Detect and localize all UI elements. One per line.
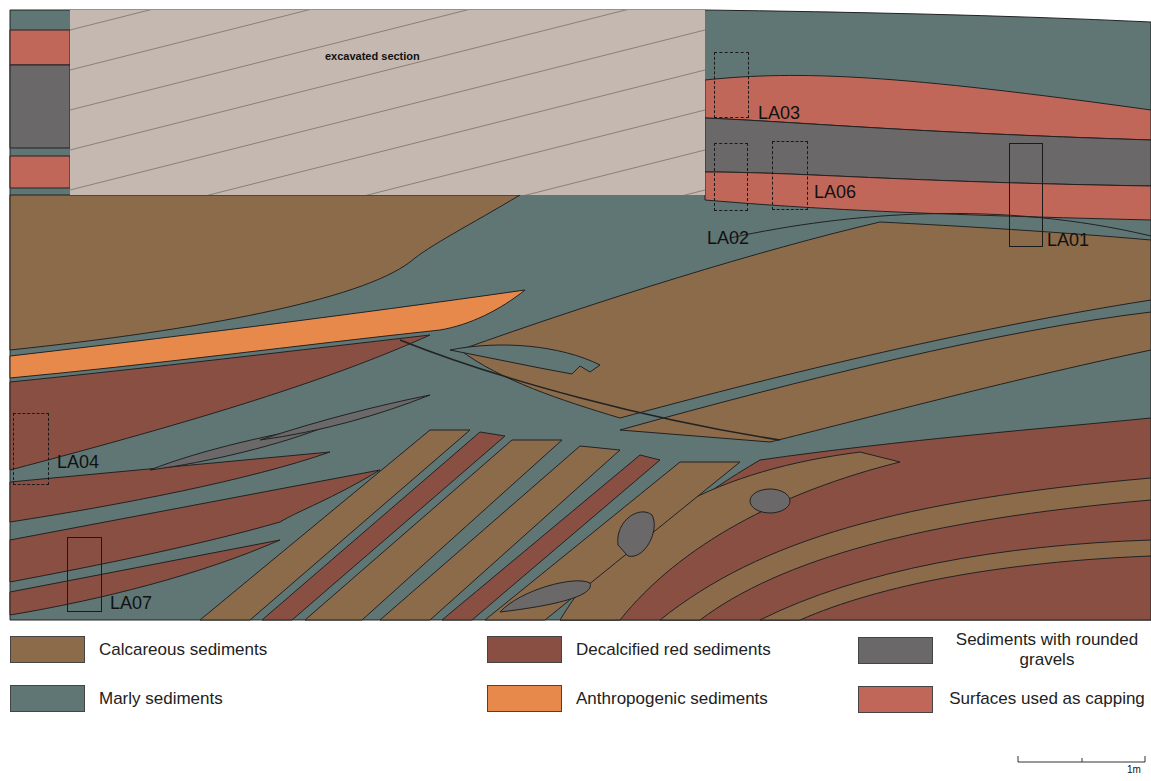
legend-text: Calcareous sediments: [99, 640, 267, 660]
legend-entry: Marly sediments: [10, 685, 223, 712]
legend-swatch: [487, 685, 562, 712]
legend-entry: Surfaces used as capping: [858, 686, 1147, 713]
hatching: [70, 10, 705, 195]
sample-label: LA02: [707, 228, 749, 249]
sample-label: LA06: [814, 182, 856, 203]
legend-swatch: [858, 637, 933, 664]
scale-label: 1m: [1127, 764, 1141, 775]
sample-label: LA01: [1047, 230, 1089, 251]
legend-swatch: [10, 685, 85, 712]
sample-label: LA04: [57, 452, 99, 473]
sample-box: LA07: [67, 537, 102, 612]
sample-box: LA01: [1009, 143, 1043, 247]
legend-text: Anthropogenic sediments: [576, 689, 768, 709]
legend-entry: Calcareous sediments: [10, 636, 267, 663]
sample-label: LA03: [758, 103, 800, 124]
sample-box: LA03: [714, 52, 749, 118]
legend-text: Surfaces used as capping: [947, 689, 1147, 709]
legend-entry: Anthropogenic sediments: [487, 685, 768, 712]
legend-entry: Decalcified red sediments: [487, 636, 771, 663]
sample-box: LA04: [13, 413, 49, 485]
sample-box: LA06: [772, 141, 808, 210]
legend-swatch: [10, 636, 85, 663]
sample-label: LA07: [110, 593, 152, 614]
legend-text: Decalcified red sediments: [576, 640, 771, 660]
area-label: excavated section: [325, 50, 420, 62]
legend-text: Sediments with rounded gravels: [947, 630, 1147, 671]
sample-box: LA02: [714, 143, 748, 211]
legend-text: Marly sediments: [99, 689, 223, 709]
legend-swatch: [487, 636, 562, 663]
legend-swatch: [858, 686, 933, 713]
legend-entry: Sediments with rounded gravels: [858, 630, 1147, 671]
excavated-area: excavated section: [70, 10, 705, 195]
